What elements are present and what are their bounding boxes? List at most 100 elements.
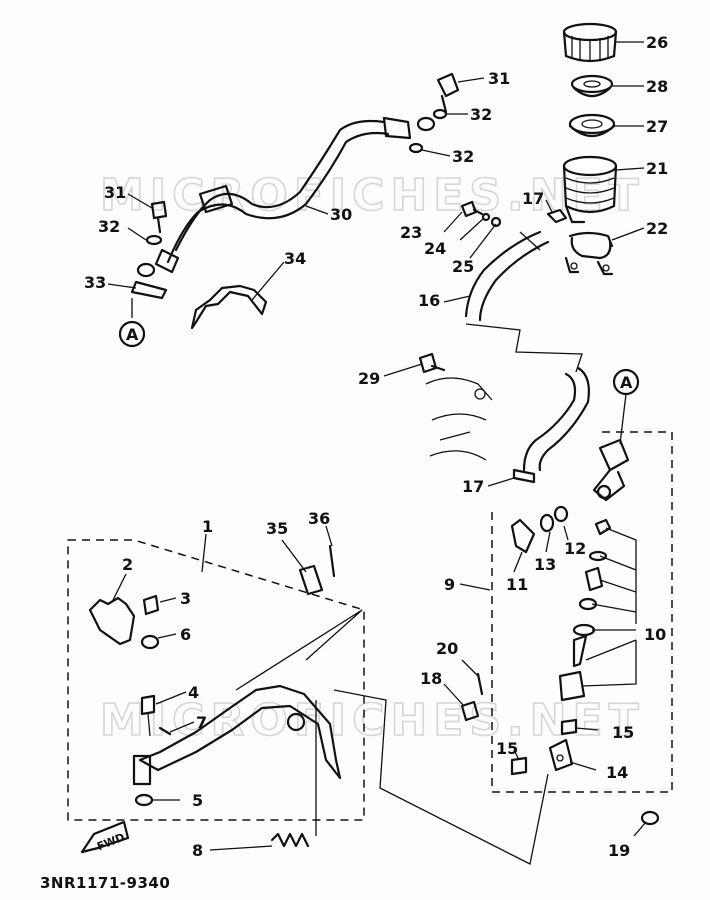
callout-27: 27 — [646, 117, 668, 136]
callout-3: 3 — [180, 589, 191, 608]
callout-25: 25 — [452, 257, 474, 276]
nut-15-lower — [510, 756, 528, 776]
bolt-29 — [418, 352, 446, 374]
callout-1: 1 — [202, 517, 213, 536]
callout-34: 34 — [284, 249, 306, 268]
washer-24 — [481, 212, 491, 222]
cotter-pin-7 — [158, 726, 172, 736]
lower-hose — [522, 366, 590, 472]
callout-28: 28 — [646, 77, 668, 96]
washer-upper-2 — [408, 142, 424, 154]
washer-upper-1 — [432, 108, 448, 120]
leader-lines — [107, 41, 647, 865]
frame-fragment — [425, 377, 493, 461]
callout-16: 16 — [418, 291, 440, 310]
brake-switch-35 — [298, 564, 324, 596]
hose-clamp-upper — [546, 208, 568, 224]
washer-lower — [145, 234, 163, 246]
reservoir-hose — [464, 230, 550, 322]
fwd-arrow-icon: FWD — [80, 820, 130, 854]
diagram-code: 3NR1171-9340 — [40, 874, 171, 892]
reservoir-bracket — [564, 231, 614, 276]
callout-32: 32 — [98, 217, 120, 236]
washer-19 — [640, 810, 660, 826]
callout-2: 2 — [122, 555, 133, 574]
hose-end — [519, 231, 541, 251]
callout-33: 33 — [84, 273, 106, 292]
ref-marker-a-right: A — [612, 368, 640, 445]
bolt-23 — [460, 200, 484, 218]
brake-hose — [154, 116, 412, 274]
callout-35: 35 — [266, 519, 288, 538]
callout-15: 15 — [612, 723, 634, 742]
nut-15-upper — [560, 718, 578, 736]
hose-joint-11 — [510, 518, 536, 554]
callout-4: 4 — [188, 683, 199, 702]
union-bolt-lower — [150, 200, 168, 234]
callout-36: 36 — [308, 509, 330, 528]
callout-5: 5 — [192, 791, 203, 810]
watermark-bottom: MICROFICHES.NET — [100, 695, 645, 746]
callout-14: 14 — [606, 763, 628, 782]
foot-peg-2 — [88, 596, 136, 646]
banjo-fitting-33 — [130, 262, 168, 318]
callout-29: 29 — [358, 369, 380, 388]
callout-10: 10 — [644, 625, 666, 644]
collar-25 — [490, 216, 502, 228]
callout-labels: 26 31 28 32 27 32 21 31 17 30 32 23 22 2… — [84, 33, 668, 860]
svg-text:A: A — [126, 325, 139, 344]
callout-20: 20 — [436, 639, 458, 658]
bolt-18 — [460, 700, 480, 722]
callout-31: 31 — [104, 183, 126, 202]
callout-32: 32 — [470, 105, 492, 124]
union-bolt-upper — [436, 72, 460, 114]
return-spring-8 — [270, 832, 310, 848]
callout-7: 7 — [196, 713, 207, 732]
diaphragm — [568, 113, 616, 138]
svg-text:A: A — [620, 373, 633, 392]
callout-23: 23 — [400, 223, 422, 242]
hose-clamp-lower — [512, 468, 536, 484]
callout-6: 6 — [180, 625, 191, 644]
hose-guide — [190, 284, 268, 330]
diaphragm-holder — [570, 74, 614, 98]
brake-pedal — [132, 684, 342, 786]
frame-hole — [474, 388, 486, 400]
callout-24: 24 — [424, 239, 446, 258]
cotter-pin-20 — [476, 672, 484, 696]
pin-4 — [140, 694, 156, 737]
spring-36 — [328, 544, 336, 578]
ref-marker-a-left: A — [118, 320, 146, 348]
master-cylinder-box — [491, 431, 673, 793]
callout-22: 22 — [646, 219, 668, 238]
callout-8: 8 — [192, 841, 203, 860]
callout-13: 13 — [534, 555, 556, 574]
fwd-label: FWD — [95, 831, 127, 854]
callout-19: 19 — [608, 841, 630, 860]
circlip-13 — [539, 513, 555, 533]
piston-kit — [558, 518, 612, 702]
callout-26: 26 — [646, 33, 668, 52]
o-ring-12 — [553, 505, 569, 523]
reservoir-cap — [562, 22, 618, 63]
nut-5 — [134, 793, 154, 807]
callout-32: 32 — [452, 147, 474, 166]
master-cylinder-body — [592, 438, 630, 502]
spring-3 — [142, 594, 160, 616]
banjo-upper — [416, 116, 436, 132]
callout-17: 17 — [462, 477, 484, 496]
callout-21: 21 — [646, 159, 668, 178]
brake-pedal-box — [67, 539, 365, 821]
clevis-14 — [548, 738, 574, 772]
callout-9: 9 — [444, 575, 455, 594]
reservoir-tank — [562, 155, 618, 224]
callout-15: 15 — [496, 739, 518, 758]
callout-31: 31 — [488, 69, 510, 88]
callout-18: 18 — [420, 669, 442, 688]
callout-12: 12 — [564, 539, 586, 558]
callout-17: 17 — [522, 189, 544, 208]
callout-11: 11 — [506, 575, 528, 594]
hose-link-line — [465, 323, 583, 373]
